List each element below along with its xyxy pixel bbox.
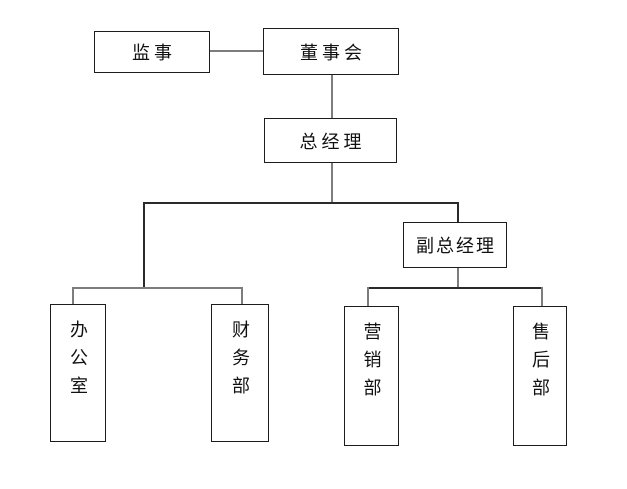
node-supervisor: 监事: [94, 31, 210, 73]
node-general-manager-label: 总经理: [299, 131, 366, 152]
node-office-label: 办公室: [68, 320, 88, 404]
connector-general-manager-children-bar: [143, 202, 459, 204]
connector-left-branch-vertical: [143, 202, 145, 288]
connector-office-stub: [72, 287, 74, 305]
connector-after-sales-stub: [541, 287, 543, 307]
node-deputy-general-manager: 副总经理: [403, 222, 507, 268]
node-board-of-directors: 董事会: [263, 28, 399, 75]
connector-marketing-aftersales-bar: [367, 287, 543, 289]
node-marketing-department: 营销部: [344, 306, 399, 446]
connector-office-finance-bar: [72, 287, 243, 289]
connector-deputy-general-manager-stem: [457, 268, 459, 288]
node-general-manager: 总经理: [264, 118, 397, 163]
node-marketing-department-label: 营销部: [361, 322, 382, 406]
node-after-sales-department-label: 售后部: [530, 322, 550, 406]
node-finance-department-label: 财务部: [230, 320, 250, 404]
connector-finance-stub: [241, 287, 243, 305]
connector-general-manager-stem: [331, 163, 333, 203]
node-deputy-general-manager-label: 副总经理: [416, 236, 496, 256]
node-after-sales-department: 售后部: [513, 306, 567, 446]
connector-board-to-supervisor: [210, 50, 263, 52]
node-supervisor-label: 监事: [132, 43, 176, 63]
connector-to-deputy-general-manager: [457, 202, 459, 222]
connector-marketing-stub: [367, 287, 369, 307]
node-finance-department: 财务部: [211, 304, 269, 442]
node-office: 办公室: [50, 304, 106, 442]
connector-board-to-general-manager: [331, 75, 333, 118]
node-board-of-directors-label: 董事会: [300, 42, 366, 63]
